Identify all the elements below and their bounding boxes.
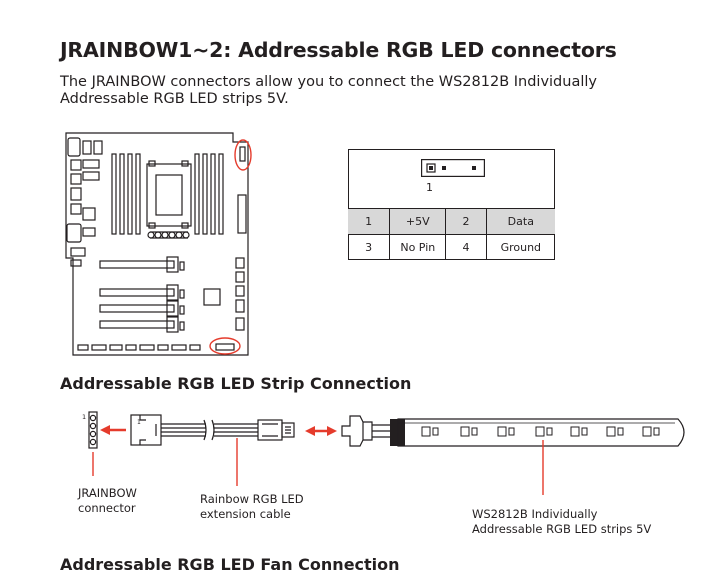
extension-cable-caption: Rainbow RGB LED extension cable (200, 492, 304, 521)
intro-line-2: Addressable RGB LED strips 5V. (60, 91, 289, 107)
table-row: 3 No Pin 4 Ground (348, 234, 555, 260)
jrainbow2-header (209, 337, 241, 355)
jrainbow-caption: JRAINBOW connector (78, 486, 137, 515)
memory-slots (111, 153, 224, 235)
pin-signal: Data (485, 208, 555, 235)
cable-male-plug (257, 419, 295, 441)
pin-definition-table: 1 1 +5V 2 Data 3 No Pin 4 Ground (348, 149, 555, 260)
strip-connection-diagram: 1 1 (82, 411, 685, 495)
pin-signal: No Pin (389, 234, 447, 260)
page-title: JRAINBOW1~2: Addressable RGB LED connect… (60, 38, 617, 62)
led-strip (390, 418, 685, 447)
intro-text: The JRAINBOW connectors allow you to con… (60, 74, 660, 108)
caption-line: connector (78, 500, 136, 515)
power-connectors (235, 194, 247, 331)
caption-line: JRAINBOW (78, 486, 137, 500)
header-pin-icon (421, 159, 485, 177)
io-ports (66, 137, 103, 267)
pin-number: 4 (445, 234, 487, 260)
strip-connector (341, 415, 390, 447)
arrow-double-icon (305, 426, 337, 436)
pin-signal: +5V (389, 208, 447, 235)
jrainbow1-header (234, 139, 252, 171)
caption-line: Rainbow RGB LED (200, 492, 304, 506)
motherboard-diagram (65, 132, 252, 356)
table-row: 1 +5V 2 Data (348, 208, 555, 235)
pin-signal: Ground (485, 234, 555, 260)
caption-line: WS2812B Individually (472, 507, 598, 521)
svg-text:1: 1 (137, 419, 141, 426)
pin-one-label: 1 (426, 181, 433, 194)
chipset (203, 288, 221, 306)
led-strip-caption: WS2812B Individually Addressable RGB LED… (472, 507, 651, 536)
strip-connection-heading: Addressable RGB LED Strip Connection (60, 374, 412, 393)
arrow-left-icon (100, 425, 126, 435)
pcie-slots (99, 256, 185, 333)
pin-number: 2 (445, 208, 487, 235)
pin-number: 3 (348, 234, 391, 260)
pin-number: 1 (348, 208, 391, 235)
jrainbow1-highlight-circle (234, 139, 252, 171)
pin-table: 1 +5V 2 Data 3 No Pin 4 Ground (348, 208, 555, 260)
board-outline (65, 132, 249, 356)
caption-line: extension cable (200, 506, 291, 521)
caption-line: Addressable RGB LED strips 5V (472, 521, 652, 536)
intro-line-1: The JRAINBOW connectors allow you to con… (60, 74, 597, 90)
cable-female-plug: 1 (130, 414, 162, 446)
extension-cable-wires (161, 419, 258, 441)
jrainbow2-highlight-circle (209, 337, 241, 355)
jrainbow-header-pins (88, 411, 98, 449)
cpu-socket (146, 160, 192, 239)
header-pin-one-label: 1 (82, 413, 86, 421)
bottom-headers (77, 344, 201, 351)
